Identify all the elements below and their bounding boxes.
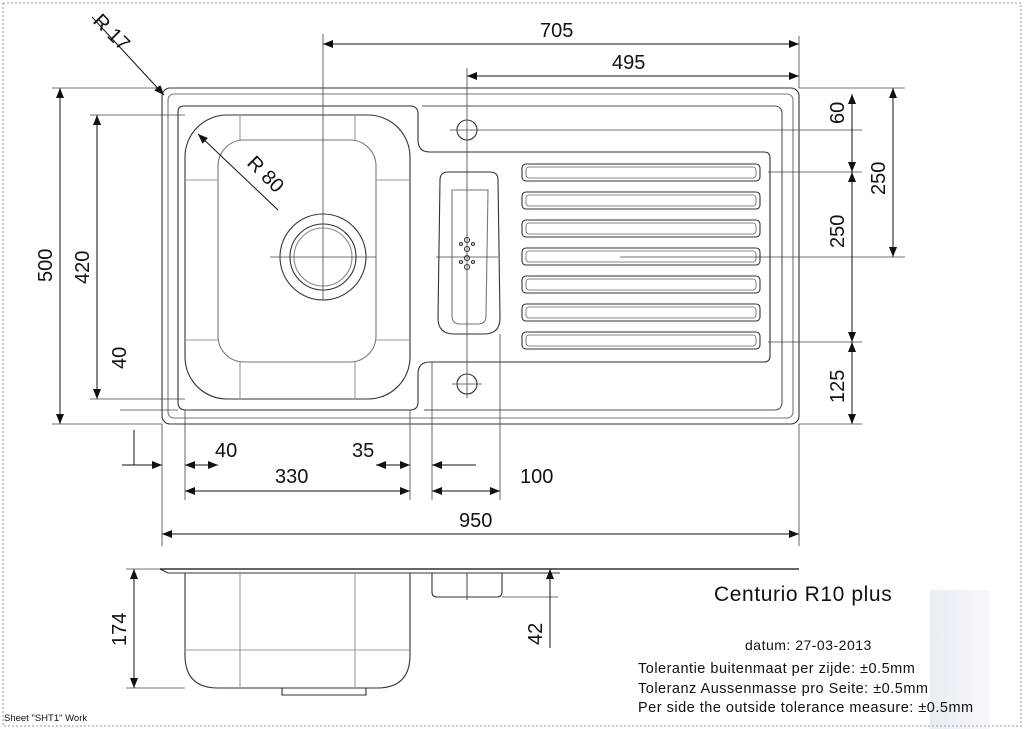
drainer-grooves (521, 163, 761, 350)
dim-950: 950 (459, 510, 492, 532)
tolerance-german: Toleranz Aussenmasse pro Seite: ±0.5mm (638, 681, 929, 697)
tolerance-dutch: Tolerantie buitenmaat per zijde: ±0.5mm (638, 661, 916, 677)
product-title: Centurio R10 plus (714, 583, 893, 606)
dim-r80: R 80 (242, 152, 287, 197)
dim-125: 125 (827, 370, 849, 403)
dim-100: 100 (520, 466, 553, 488)
sink-inner-rim (177, 105, 771, 411)
dim-40-vertical: 40 (109, 347, 131, 369)
dim-250-right: 250 (868, 162, 890, 195)
sink-side-view (159, 568, 799, 696)
center-lines (270, 34, 798, 398)
dim-330: 330 (275, 466, 308, 488)
dim-420: 420 (72, 251, 94, 284)
tolerance-english: Per side the outside tolerance measure: … (638, 700, 974, 716)
sink-outline (161, 87, 800, 425)
dim-35: 35 (352, 440, 374, 462)
sheet-label: Sheet "SHT1" Work (4, 713, 88, 724)
watermark-shape (930, 590, 990, 729)
dim-40-horizontal: 40 (215, 440, 237, 462)
drawing-date: datum: 27-03-2013 (745, 637, 872, 653)
main-bowl (184, 114, 411, 400)
side-main-bowl (184, 573, 411, 689)
dim-495: 495 (612, 52, 645, 74)
dim-174: 174 (109, 613, 131, 646)
dim-705: 705 (540, 20, 573, 42)
small-bowl (437, 171, 501, 335)
dim-60: 60 (827, 102, 849, 124)
dim-r17: R 17 (88, 10, 133, 55)
sink-top-view (161, 87, 800, 425)
dim-42: 42 (525, 623, 547, 645)
dim-250-inner: 250 (827, 215, 849, 248)
dimension-lines (56, 16, 897, 538)
dim-500: 500 (35, 249, 57, 282)
side-dimensions (126, 568, 558, 689)
extension-lines (52, 36, 905, 546)
